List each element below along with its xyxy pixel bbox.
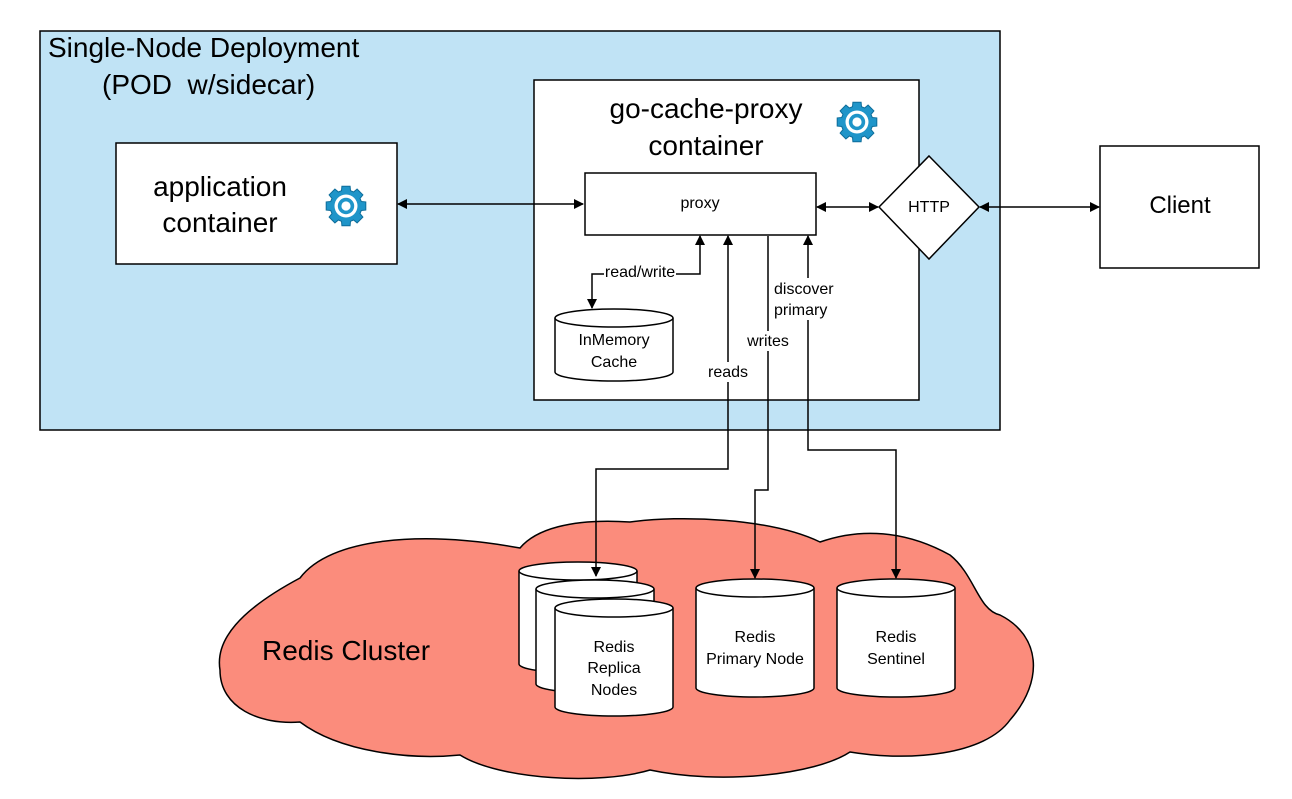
application-container-label-1: application [153,171,287,202]
deployment-subtitle: (POD w/sidecar) [102,69,315,100]
reads-label: reads [708,364,748,381]
sentinel-label-2: Sentinel [867,651,925,668]
replica-label-3: Nodes [591,682,637,699]
discover-label-1: discover [774,281,834,298]
http-diamond [877,154,981,261]
writes-label: writes [746,333,789,350]
reads-label-bg [703,362,753,382]
redis-primary-cylinder [695,578,815,698]
proxy-container-label-2: container [648,130,763,161]
proxy-label: proxy [680,195,719,212]
writes-label-bg [741,331,795,351]
application-container-label-2: container [162,207,277,238]
primary-label-1: Redis [735,629,776,646]
sentinel-label-1: Redis [876,629,917,646]
replica-label-2: Replica [587,660,640,677]
inmemory-cache-label-1: InMemory [578,332,649,349]
proxy-box [584,172,817,236]
discover-label-2: primary [774,302,827,319]
client-box [1099,145,1260,269]
arrow-discover-primary [803,235,901,579]
read-write-label-bg [604,262,676,282]
deployment-title: Single-Node Deployment [48,32,360,63]
gear-icon [325,185,367,227]
arrow-reads [591,235,733,577]
primary-label-2: Primary Node [706,651,804,668]
redis-sentinel-cylinder [836,578,956,698]
replica-label-1: Redis [594,639,635,656]
read-write-label: read/write [605,264,675,281]
inmemory-cache-label-2: Cache [591,354,637,371]
redis-cluster-label: Redis Cluster [262,635,430,666]
proxy-container-label-1: go-cache-proxy [610,93,803,124]
arrow-writes [750,236,769,579]
gear-icon [836,101,878,143]
redis-replica-cylinder-front [554,598,674,717]
http-label: HTTP [908,199,950,216]
discover-label-bg [770,278,844,320]
client-label: Client [1149,192,1211,219]
